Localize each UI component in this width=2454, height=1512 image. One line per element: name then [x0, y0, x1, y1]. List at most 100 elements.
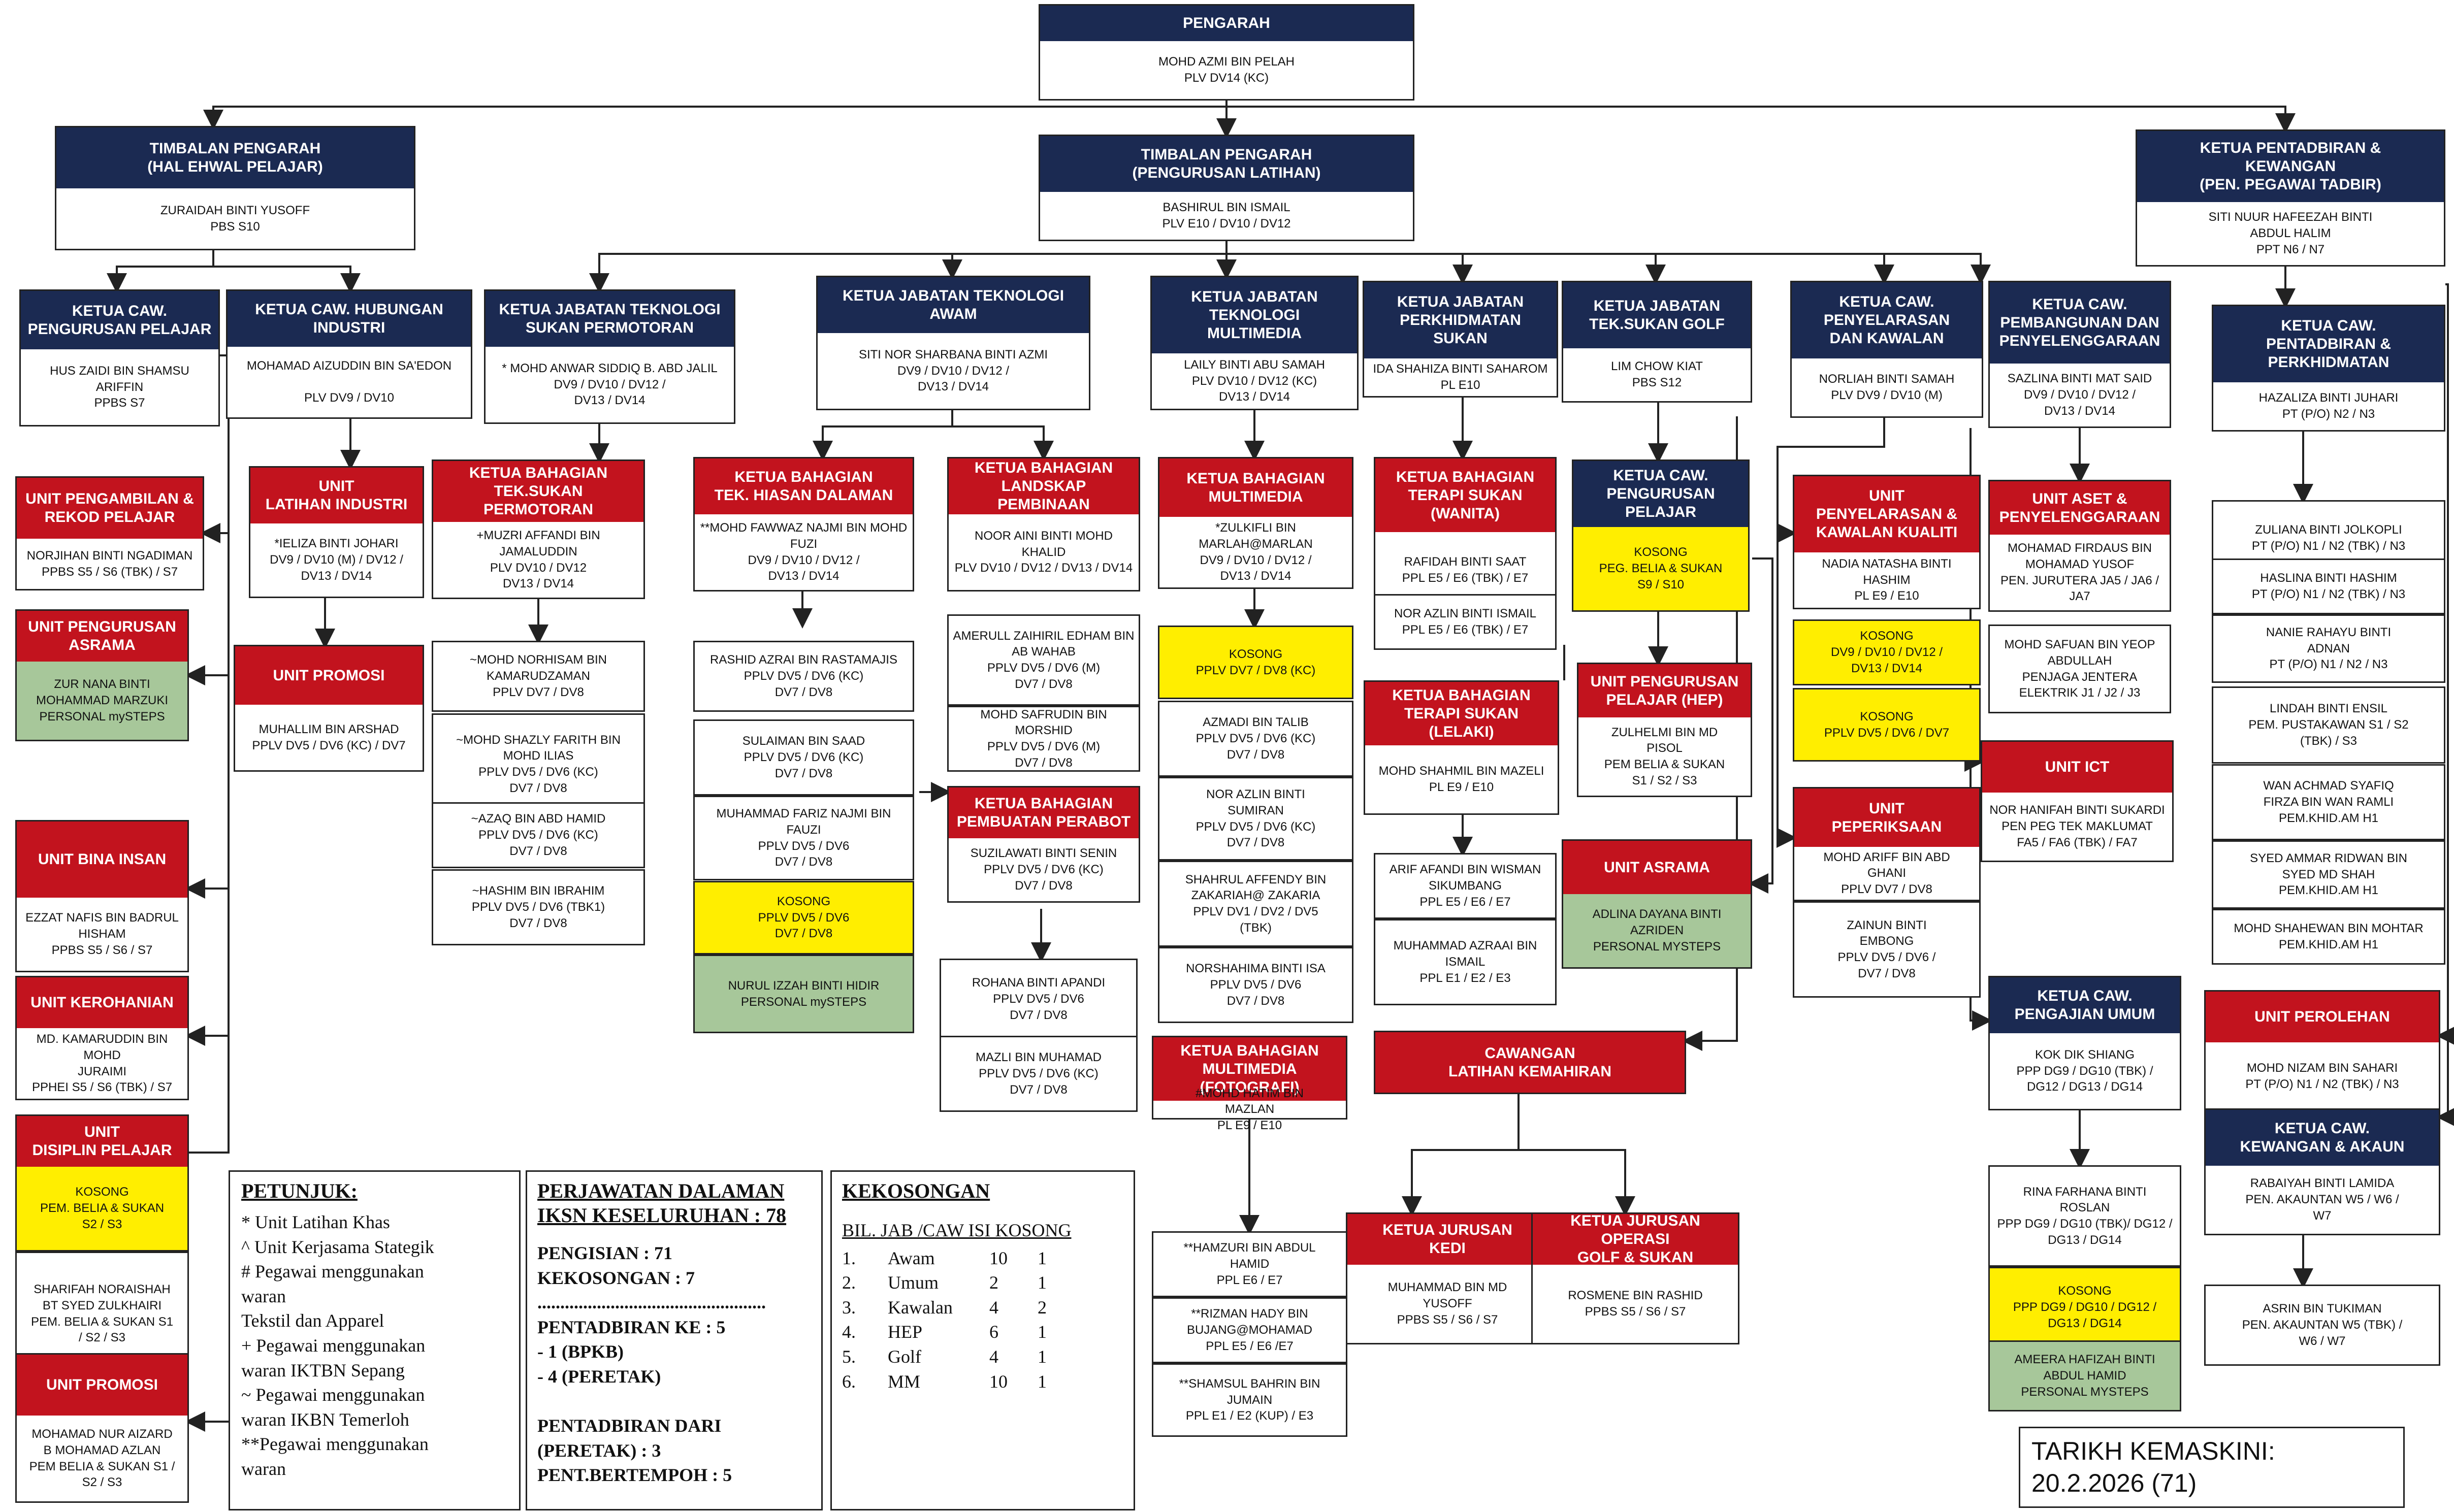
org-node-m2: ~MOHD SHAZLY FARITH BIN MOHD ILIAS PPLV … — [432, 713, 645, 815]
org-node-holder: ~MOHD SHAZLY FARITH BIN MOHD ILIAS PPLV … — [456, 733, 621, 795]
kekosongan-cell-bil: 1. — [842, 1247, 856, 1268]
org-node-holder: NOR AZLIN BINTI SUMIRAN PPLV DV5 / DV6 (… — [1196, 787, 1316, 850]
org-node-holder: BASHIRUL BIN ISMAIL PLV E10 / DV10 / DV1… — [1162, 201, 1291, 231]
org-node-title: KETUA JURUSAN KEDI — [1347, 1214, 1547, 1265]
org-node-holder: NOR AZLIN BINTI ISMAIL PPL E5 / E6 (TBK)… — [1394, 607, 1537, 637]
org-node-holder: SULAIMAN BIN SAAD PPLV DV5 / DV6 (KC) DV… — [742, 734, 865, 780]
org-node-title: KETUA JABATAN PERKHIDMATAN SUKAN — [1364, 282, 1557, 358]
org-node-holder: KOSONG PPLV DV5 / DV6 / DV7 — [1794, 689, 1979, 760]
org-node-kp-kewangan: KETUA PENTADBIRAN & KEWANGAN (PEN. PEGAW… — [2136, 129, 2445, 267]
org-node-title: KETUA BAHAGIAN MULTIMEDIA — [1159, 458, 1352, 517]
org-node-title: KETUA CAW. PEMBANGUNAN DAN PENYELENGGARA… — [1990, 282, 2170, 364]
kekosongan-cell-isi: 4 — [989, 1297, 998, 1318]
petunjuk-title: PETUNJUK: — [241, 1179, 358, 1202]
org-node-holder: RABAIYAH BINTI LAMIDA PEN. AKAUNTAN W5 /… — [2245, 1176, 2399, 1223]
org-node-holder: SHARIFAH NORAISHAH BT SYED ZULKHAIRI PEM… — [30, 1283, 174, 1345]
org-node-m1: ~MOHD NORHISAM BIN KAMARUDZAMAN PPLV DV7… — [432, 641, 645, 712]
org-node-h2: SULAIMAN BIN SAAD PPLV DV5 / DV6 (KC) DV… — [693, 719, 914, 796]
org-node-holder: LAILY BINTI ABU SAMAH PLV DV10 / DV12 (K… — [1184, 358, 1325, 404]
org-node-k1: KOSONG DV9 / DV10 / DV12 / DV13 / DV14 — [1793, 619, 1981, 685]
connector — [189, 354, 230, 1154]
kekosongan-cell-kosong: 1 — [1038, 1247, 1047, 1268]
org-node-holder: MOHAMAD FIRDAUS BIN MOHAMAD YUSOF PEN. J… — [2000, 541, 2159, 604]
org-node-holder: ~AZAQ BIN ABD HAMID PPLV DV5 / DV6 (KC) … — [471, 812, 606, 858]
org-node-le2: MUHAMMAD AZRAAI BIN ISMAIL PPL E1 / E2 /… — [1374, 919, 1557, 1005]
org-node-title: KETUA CAW. HUBUNGAN INDUSTRI — [228, 291, 471, 347]
org-node-h4: KOSONG PPLV DV5 / DV6 DV7 / DV8 — [693, 881, 914, 955]
org-node-h3: MUHAMMAD FARIZ NAJMI BIN FAUZI PPLV DV5 … — [693, 796, 914, 880]
kekosongan-title: KEKOSONGAN — [842, 1179, 990, 1202]
org-node-ak1: ASRIN BIN TUKIMAN PEN. AKAUNTAN W5 (TBK)… — [2204, 1285, 2440, 1366]
connector — [107, 250, 214, 293]
kekosongan-cell-jab: Awam — [888, 1247, 935, 1268]
tarikh-kemaskini: TARIKH KEMASKINI: 20.2.2026 (71) — [2019, 1427, 2405, 1508]
org-node-pt2: HASLINA BINTI HASHIM PT (P/O) N1 / N2 (T… — [2212, 558, 2445, 614]
org-node-title: CAWANGAN LATIHAN KEMAHIRAN — [1375, 1032, 1685, 1093]
org-node-title: KETUA CAW. PENGURUSAN PELAJAR — [1573, 461, 1748, 527]
connector — [952, 425, 1054, 461]
org-node-le1: ARIF AFANDI BIN WISMAN SIKUMBANG PPL E5 … — [1374, 853, 1557, 919]
kekosongan-header: BIL. JAB /CAW ISI KOSONG — [842, 1220, 1072, 1240]
org-node-title: KETUA BAHAGIAN TERAPI SUKAN (WANITA) — [1375, 458, 1555, 532]
org-node-holder: WAN ACHMAD SYAFIQ FIRZA BIN WAN RAMLI PE… — [2263, 779, 2394, 825]
org-node-title: KETUA CAW. PENYELARASAN DAN KAWALAN — [1792, 282, 1982, 358]
connector — [203, 101, 1228, 130]
org-node-l1: AMERULL ZAIHIRIL EDHAM BIN AB WAHAB PPLV… — [947, 614, 1140, 706]
org-node-as1: MOHD SAFUAN BIN YEOP ABDULLAH PENJAGA JE… — [1988, 624, 2171, 713]
kekosongan-cell-isi: 6 — [989, 1322, 998, 1342]
org-node-holder: SHAHRUL AFFENDY BIN ZAKARIAH@ ZAKARIA PP… — [1185, 872, 1327, 935]
org-node-holder: KOSONG PPLV DV7 / DV8 (KC) — [1159, 627, 1352, 698]
connector — [1682, 416, 1738, 1051]
org-node-kb-hiasan: KETUA BAHAGIAN TEK. HIASAN DALAMAN**MOHD… — [693, 457, 914, 591]
org-node-holder: MOHD SAFRUDIN BIN MORSHID PPLV DV5 / DV6… — [980, 707, 1107, 770]
connector — [589, 241, 1228, 293]
org-node-holder: AMERULL ZAIHIRIL EDHAM BIN AB WAHAB PPLV… — [953, 629, 1135, 691]
org-node-title: TIMBALAN PENGARAH (HAL EHWAL PELAJAR) — [56, 127, 414, 188]
kekosongan-cell-bil: 3. — [842, 1297, 856, 1318]
connector — [2436, 283, 2454, 1127]
org-node-l2: MOHD SAFRUDIN BIN MORSHID PPLV DV5 / DV6… — [947, 706, 1140, 772]
org-node-holder: ROHANA BINTI APANDI PPLV DV5 / DV6 DV7 /… — [972, 976, 1106, 1022]
org-node-f1: **HAMZURI BIN ABDUL HAMID PPL E6 / E7 — [1152, 1231, 1347, 1297]
org-node-title: KETUA CAW. PENTADBIRAN & PERKHIDMATAN — [2213, 306, 2444, 382]
org-node-kj-motor: KETUA JABATAN TEKNOLOGI SUKAN PERMOTORAN… — [484, 289, 735, 424]
org-node-title: KETUA PENTADBIRAN & KEWANGAN (PEN. PEGAW… — [2137, 131, 2444, 202]
org-node-title: UNIT BINA INSAN — [17, 821, 187, 898]
org-node-title: KETUA JABATAN TEKNOLOGI MULTIMEDIA — [1152, 277, 1357, 353]
kekosongan-cell-kosong: 1 — [1038, 1346, 1047, 1367]
org-node-k2: KOSONG PPLV DV5 / DV6 / DV7 — [1793, 688, 1981, 762]
org-node-holder: HUS ZAIDI BIN SHAMSU ARIFFIN PPBS S7 — [50, 364, 189, 410]
org-node-holder: #MOHD HATIM BIN MAZLAN PL E9 / E10 — [1196, 1087, 1304, 1132]
org-node-u-hep: UNIT PENGURUSAN PELAJAR (HEP)ZULHELMI BI… — [1577, 663, 1752, 797]
org-node-kb-motor: KETUA BAHAGIAN TEK.SUKAN PERMOTORAN+MUZR… — [432, 459, 645, 599]
connector — [813, 410, 953, 461]
org-node-pk1: ZAINUN BINTI EMBONG PPLV DV5 / DV6 / DV7… — [1793, 901, 1981, 998]
org-node-holder: MAZLI BIN MUHAMAD PPLV DV5 / DV6 (KC) DV… — [975, 1050, 1102, 1097]
org-node-title: UNIT DISIPLIN PELAJAR — [17, 1116, 187, 1167]
org-node-title: KETUA BAHAGIAN TEK.SUKAN PERMOTORAN — [433, 461, 643, 522]
org-node-holder: KOSONG DV9 / DV10 / DV12 / DV13 / DV14 — [1794, 621, 1979, 684]
kekosongan-cell-kosong: 2 — [1038, 1297, 1047, 1318]
org-node-holder: AZMADI BIN TALIB PPLV DV5 / DV6 (KC) DV7… — [1196, 715, 1316, 762]
org-node-holder: NANIE RAHAYU BINTI ADNAN PT (P/O) N1 / N… — [2266, 625, 2392, 672]
org-node-holder: KOK DIK SHIANG PPP DG9 / DG10 (TBK) / DG… — [2016, 1047, 2153, 1094]
org-node-mm2: AZMADI BIN TALIB PPLV DV5 / DV6 (KC) DV7… — [1158, 701, 1353, 777]
petunjuk-text: * Unit Latihan Khas ^ Unit Kerjasama Sta… — [241, 1212, 434, 1479]
org-node-holder: ASRIN BIN TUKIMAN PEN. AKAUNTAN W5 (TBK)… — [2242, 1302, 2403, 1348]
org-node-kb-foto: KETUA BAHAGIAN MULTIMEDIA (FOTOGRAFI)#MO… — [1152, 1036, 1347, 1132]
